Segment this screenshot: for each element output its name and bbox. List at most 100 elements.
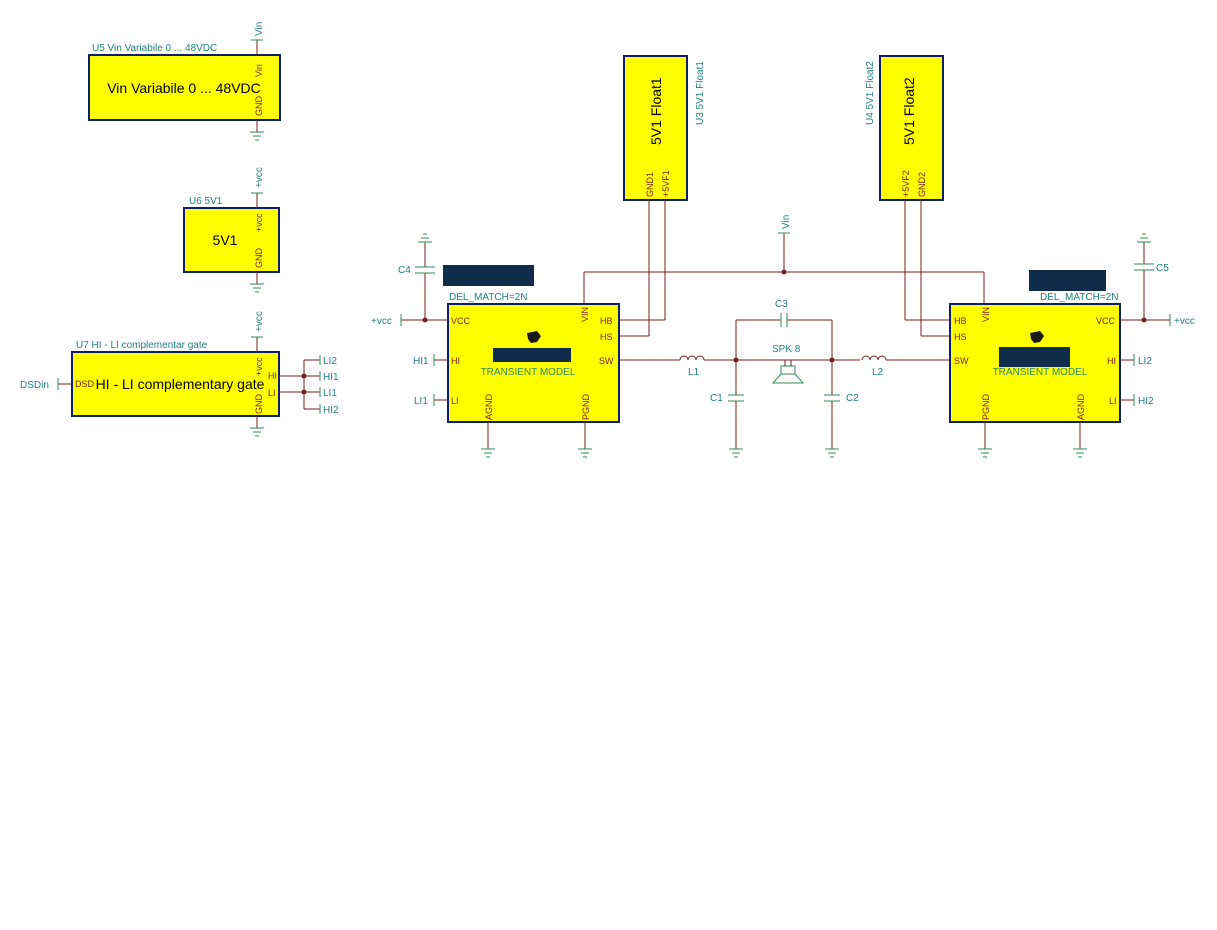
driver-left-pin-sw: SW [599,356,614,366]
vin-rail: Vin [583,215,985,304]
u7-net-li2: LI2 [323,356,337,367]
u4-pin-5vf2: +5VF2 [901,170,911,197]
ground-symbol [481,448,495,458]
u7-gate-block[interactable]: U7 HI - LI complementar gate HI - LI com… [20,311,339,437]
driver-right-param: DEL_MATCH=2N [1040,292,1118,303]
net-vin-mid: Vin [781,215,792,229]
u4-label: U4 5V1 Float2 [865,61,876,125]
driver-left-net-li: LI1 [414,396,428,407]
u7-net-li1: LI1 [323,388,337,399]
u6-body-text: 5V1 [213,232,238,248]
driver-left-pin-hb: HB [600,316,613,326]
redacted-label-left [443,265,534,286]
driver-left-pin-vin: VIN [580,307,590,322]
capacitor-c1[interactable]: C1 [710,360,744,458]
l2-label: L2 [872,367,884,378]
inductor-l1[interactable]: L1 [679,355,705,378]
ground-symbol [418,233,432,243]
driver-left-pin-hs: HS [600,332,613,342]
c4-label: C4 [398,265,411,276]
capacitor-c5[interactable]: C5 [1134,233,1169,320]
speaker-icon [771,360,805,384]
u3-pin-5vf1: +5VF1 [661,170,671,197]
u6-pin-gnd: GND [254,248,264,269]
driver-left[interactable]: DEL_MATCH=2N TRANSIENT MODEL VCC HI LI V… [371,265,620,458]
driver-right-pin-vin: VIN [981,307,991,322]
driver-left-pin-hi: HI [451,356,460,366]
ti-logo-icon [1030,331,1044,343]
float2-connections [904,200,950,337]
ground-symbol [250,131,264,141]
u5-label: U5 Vin Variabile 0 ... 48VDC [92,43,217,54]
driver-right-net-hi: LI2 [1138,356,1152,367]
redacted-part-left [493,348,571,362]
u3-pin-gnd1: GND1 [645,172,655,197]
u6-net-vcc: +vcc [254,167,265,188]
c5-label: C5 [1156,263,1169,274]
u3-float1-block[interactable]: 5V1 Float1 U3 5V1 Float1 GND1 +5VF1 [623,55,706,201]
capacitor-c2[interactable]: C2 [824,360,859,458]
driver-left-pin-pgnd: PGND [581,393,591,420]
u7-pin-vcc: +vcc [254,357,264,376]
u7-body-text: HI - LI complementary gate [96,376,265,392]
float1-connections [619,200,666,337]
driver-right-pin-li: LI [1109,396,1117,406]
ground-symbol [1073,448,1087,458]
driver-right-pin-vcc: VCC [1096,316,1116,326]
u5-pin-vin: Vin [254,64,264,77]
u7-pin-li: LI [268,388,276,398]
driver-right-pin-agnd: AGND [1076,393,1086,420]
driver-left-net-vcc: +vcc [371,316,392,327]
ground-symbol [578,448,592,458]
driver-left-pin-li: LI [451,396,459,406]
driver-right-net-li: HI2 [1138,396,1154,407]
u5-supply-block[interactable]: U5 Vin Variabile 0 ... 48VDC Vin Variabi… [88,22,281,141]
c3-label: C3 [775,299,788,310]
driver-left-param: DEL_MATCH=2N [449,292,527,303]
driver-left-model: TRANSIENT MODEL [481,367,576,378]
driver-right-pin-hs: HS [954,332,967,342]
u7-net-vcc: +vcc [254,311,265,332]
driver-right-pin-hb: HB [954,316,967,326]
c2-label: C2 [846,393,859,404]
u6-label: U6 5V1 [189,196,223,207]
inductor-l2[interactable]: L2 [861,355,887,378]
u4-body-text: 5V1 Float2 [901,77,917,145]
u7-pin-dsd: DSD [75,379,95,389]
driver-right-model: TRANSIENT MODEL [993,367,1088,378]
ground-symbol [250,283,264,293]
u7-net-hi1: HI1 [323,372,339,383]
ground-symbol [978,448,992,458]
driver-left-pin-vcc: VCC [451,316,471,326]
u6-pin-vcc: +vcc [254,213,264,232]
output-filter: L1 L2 C1 C2 [619,299,950,458]
driver-right-pin-sw: SW [954,356,969,366]
u3-label: U3 5V1 Float1 [695,61,706,125]
ground-symbol [250,427,264,437]
driver-right[interactable]: DEL_MATCH=2N TRANSIENT MODEL HB HS SW VI… [949,270,1195,458]
u5-body-text: Vin Variabile 0 ... 48VDC [107,80,261,96]
c1-label: C1 [710,393,723,404]
u7-label: U7 HI - LI complementar gate [76,340,208,351]
u7-net-hi2: HI2 [323,405,339,416]
ti-logo-icon [527,331,541,343]
ground-symbol [729,448,743,458]
u4-pin-gnd2: GND2 [917,172,927,197]
redacted-part-right [999,347,1070,367]
capacitor-c4[interactable]: C4 [398,233,435,320]
u3-body-text: 5V1 Float1 [648,77,664,145]
u5-pin-gnd: GND [254,96,264,117]
ground-symbol [1137,233,1151,243]
l1-label: L1 [688,367,700,378]
capacitor-c3[interactable]: C3 [735,299,833,360]
u5-net-vin: Vin [254,22,265,36]
u6-5v-block[interactable]: U6 5V1 5V1 +vcc GND +vcc [183,167,280,293]
u7-pin-hi: HI [268,371,277,381]
speaker-spk[interactable]: SPK 8 [771,344,805,384]
u4-float2-block[interactable]: 5V1 Float2 U4 5V1 Float2 +5VF2 GND2 [865,55,944,201]
driver-right-pin-hi: HI [1107,356,1116,366]
driver-left-net-hi: HI1 [413,356,429,367]
spk-label: SPK 8 [772,344,801,355]
redacted-label-right [1029,270,1106,291]
